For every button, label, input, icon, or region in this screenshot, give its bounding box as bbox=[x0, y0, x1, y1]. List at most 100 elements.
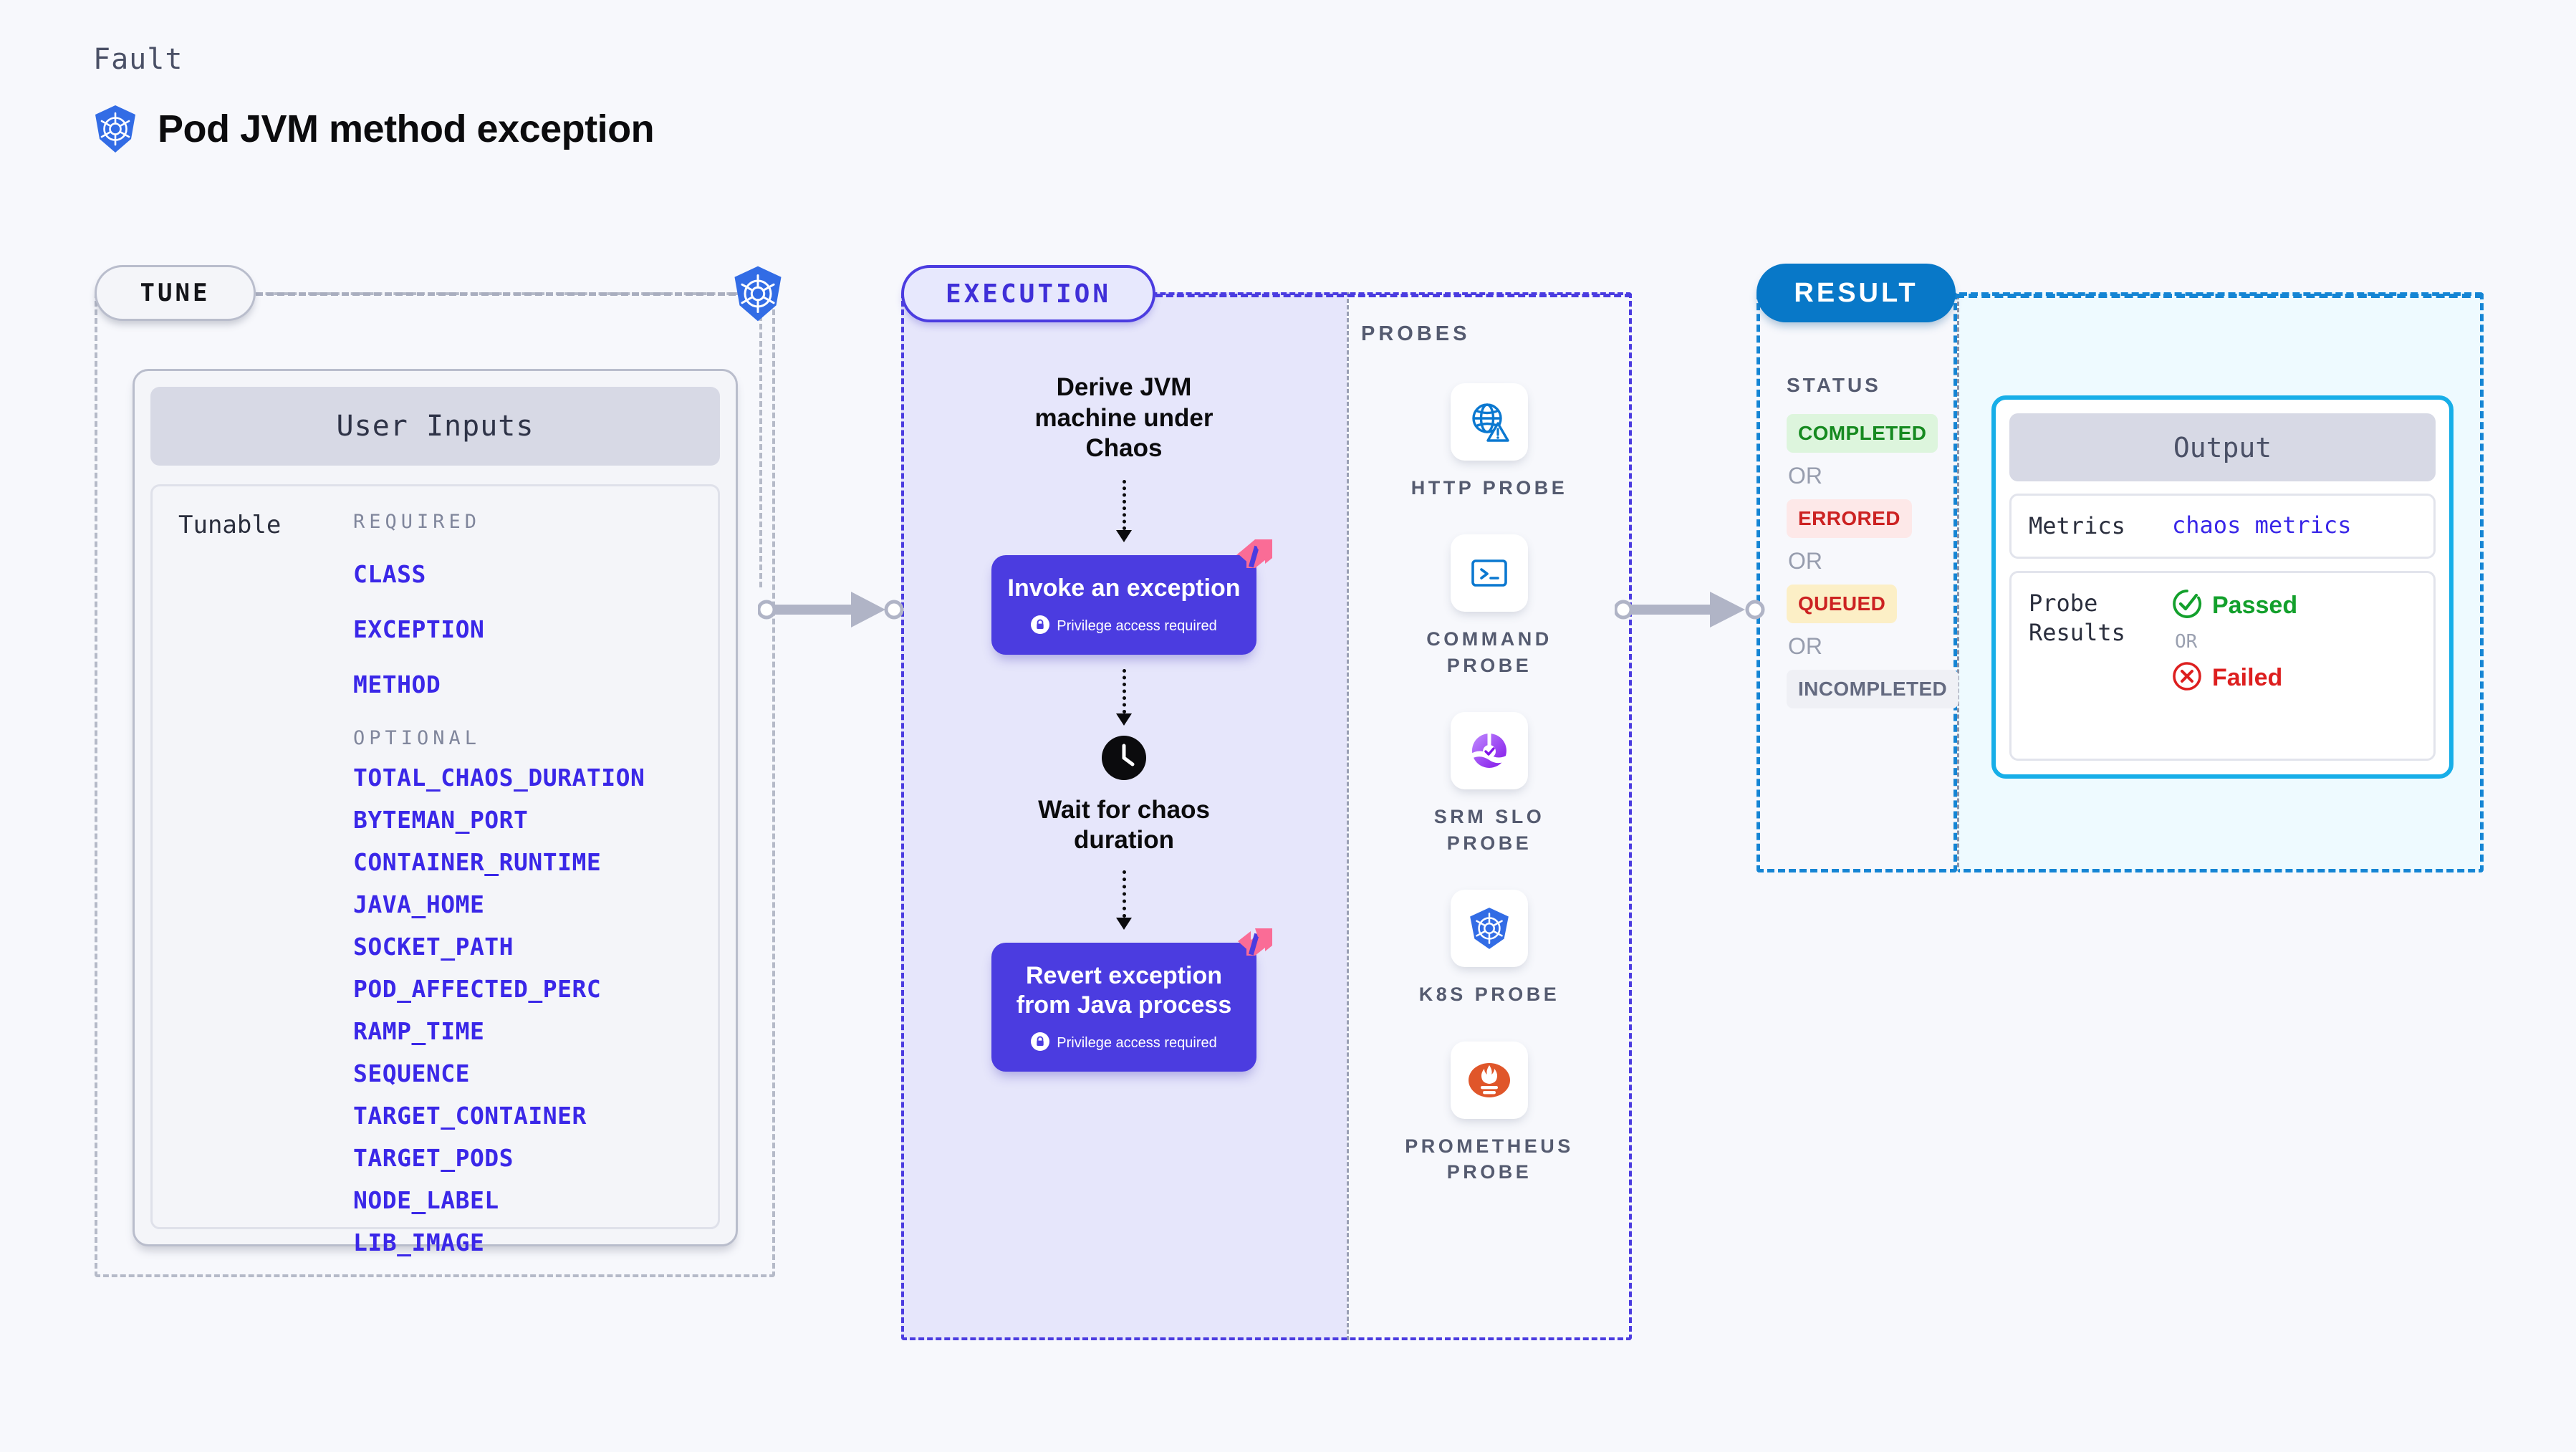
probe-item-srm-slo[interactable]: SRM SLO PROBE bbox=[1396, 712, 1582, 856]
page-header: Fault Pod JVM method exception bbox=[93, 43, 655, 153]
probe-label: PROMETHEUS PROBE bbox=[1405, 1135, 1574, 1183]
flow-arrow bbox=[1115, 870, 1133, 930]
srm-slo-icon bbox=[1451, 712, 1528, 790]
action-invoke-exception[interactable]: Invoke an exception Privilege access req… bbox=[991, 539, 1272, 655]
tunable-label: Tunable bbox=[178, 511, 282, 539]
probe-label: HTTP PROBE bbox=[1410, 477, 1568, 499]
status-list: COMPLETED OR ERRORED OR QUEUED OR INCOMP… bbox=[1787, 414, 1959, 708]
privilege-note: Privilege access required bbox=[1004, 1032, 1244, 1054]
probe-item-prometheus[interactable]: PROMETHEUS PROBE bbox=[1396, 1041, 1582, 1186]
param-item[interactable]: SEQUENCE bbox=[353, 1059, 470, 1087]
output-title: Output bbox=[2009, 413, 2436, 481]
tune-inner-divider bbox=[759, 315, 762, 587]
required-param-list: CLASS EXCEPTION METHOD bbox=[353, 560, 703, 698]
probe-result-fail: Failed bbox=[2172, 661, 2416, 695]
user-inputs-title: User Inputs bbox=[150, 387, 720, 466]
page-title-row: Pod JVM method exception bbox=[93, 105, 655, 153]
stage-arrow-execution-to-result bbox=[1613, 587, 1772, 635]
probe-label: COMMAND PROBE bbox=[1426, 628, 1552, 676]
probe-item-k8s[interactable]: K8S PROBE bbox=[1419, 890, 1560, 1007]
param-item[interactable]: RAMP_TIME bbox=[353, 1017, 485, 1045]
param-item[interactable]: CLASS bbox=[353, 560, 426, 588]
x-circle-icon bbox=[2172, 661, 2202, 695]
prometheus-icon bbox=[1451, 1041, 1528, 1119]
terminal-icon bbox=[1451, 534, 1528, 612]
param-item[interactable]: TARGET_PODS bbox=[353, 1144, 514, 1172]
stage-tag-tune[interactable]: TUNE bbox=[95, 265, 256, 321]
execution-flow: Derive JVM machine under Chaos Invoke an… bbox=[901, 372, 1347, 1072]
optional-param-list: TOTAL_CHAOS_DURATION BYTEMAN_PORT CONTAI… bbox=[353, 764, 703, 1256]
action-title: Invoke an exception bbox=[1007, 574, 1241, 602]
page-eyebrow: Fault bbox=[93, 43, 183, 76]
probes-label: PROBES bbox=[1361, 322, 1471, 345]
output-card: Output Metrics chaos metrics Probe Resul… bbox=[1991, 395, 2454, 779]
status-label: STATUS bbox=[1787, 374, 1881, 396]
probes-column bbox=[1347, 292, 1632, 1340]
privilege-note-text: Privilege access required bbox=[1057, 617, 1217, 634]
action-revert-exception[interactable]: Revert exception from Java process Privi… bbox=[991, 928, 1272, 1072]
globe-warning-icon bbox=[1451, 383, 1528, 461]
status-badge: ERRORED bbox=[1787, 499, 1912, 538]
flow-step-title: Derive JVM machine under Chaos bbox=[1034, 373, 1213, 463]
metrics-value[interactable]: chaos metrics bbox=[2172, 511, 2352, 539]
parameter-column: REQUIRED CLASS EXCEPTION METHOD OPTIONAL… bbox=[353, 511, 703, 1256]
check-circle-icon bbox=[2172, 589, 2202, 622]
status-badge: COMPLETED bbox=[1787, 414, 1938, 453]
param-item[interactable]: CONTAINER_RUNTIME bbox=[353, 848, 602, 876]
status-badge: QUEUED bbox=[1787, 585, 1898, 623]
execution-connector-line bbox=[1155, 294, 1632, 297]
param-item[interactable]: JAVA_HOME bbox=[353, 890, 485, 918]
param-item[interactable]: METHOD bbox=[353, 670, 441, 698]
group-heading-optional: OPTIONAL bbox=[353, 727, 481, 749]
stage-tag-execution[interactable]: EXECUTION bbox=[901, 265, 1155, 322]
probe-fail-label: Failed bbox=[2212, 663, 2283, 691]
output-row-probe-results: Probe Results Passed OR bbox=[2009, 570, 2436, 761]
lock-icon bbox=[1031, 615, 1050, 638]
param-item[interactable]: BYTEMAN_PORT bbox=[353, 806, 529, 834]
or-separator: OR bbox=[1788, 548, 1822, 574]
group-heading-required: REQUIRED bbox=[353, 511, 481, 533]
execution-stage-fill bbox=[901, 292, 1347, 1340]
tunable-panel: Tunable REQUIRED CLASS EXCEPTION METHOD … bbox=[150, 484, 720, 1256]
action-title: Revert exception from Java process bbox=[1016, 961, 1232, 1019]
user-inputs-card: User Inputs Tunable REQUIRED CLASS EXCEP… bbox=[133, 369, 738, 1256]
flow-step-title: Wait for chaos duration bbox=[1038, 795, 1210, 855]
page-title: Pod JVM method exception bbox=[158, 107, 655, 150]
or-separator: OR bbox=[1788, 463, 1822, 489]
param-item[interactable]: TARGET_CONTAINER bbox=[353, 1102, 587, 1130]
flow-arrow bbox=[1115, 480, 1133, 543]
probe-pass-label: Passed bbox=[2212, 591, 2298, 619]
param-item[interactable]: SOCKET_PATH bbox=[353, 933, 514, 961]
kubernetes-icon bbox=[732, 265, 784, 326]
or-separator: OR bbox=[2175, 630, 2198, 653]
flow-arrow bbox=[1115, 668, 1133, 726]
probe-result-pass: Passed bbox=[2172, 589, 2416, 622]
param-item[interactable]: NODE_LABEL bbox=[353, 1186, 499, 1214]
probe-label: SRM SLO PROBE bbox=[1433, 806, 1545, 854]
status-badge: INCOMPLETED bbox=[1787, 670, 1959, 708]
param-item[interactable]: EXCEPTION bbox=[353, 615, 485, 643]
output-row-key: Probe Results bbox=[2029, 589, 2125, 646]
stage-tag-result[interactable]: RESULT bbox=[1756, 264, 1956, 322]
param-item[interactable]: LIB_IMAGE bbox=[353, 1229, 485, 1256]
stage-arrow-tune-to-execution bbox=[756, 587, 908, 635]
param-item[interactable]: POD_AFFECTED_PERC bbox=[353, 975, 602, 1003]
harness-logo-icon bbox=[1234, 924, 1275, 969]
or-separator: OR bbox=[1788, 633, 1822, 659]
probe-item-command[interactable]: COMMAND PROBE bbox=[1396, 534, 1582, 678]
harness-logo-icon bbox=[1234, 537, 1275, 582]
output-row-key: Metrics bbox=[2029, 512, 2125, 539]
probe-result-values: Passed OR Failed bbox=[2172, 589, 2416, 743]
clock-icon bbox=[1102, 735, 1146, 784]
kubernetes-icon bbox=[1450, 890, 1528, 968]
output-row-metrics: Metrics chaos metrics bbox=[2009, 494, 2436, 559]
privilege-note: Privilege access required bbox=[1004, 615, 1244, 638]
tune-connector-line bbox=[256, 292, 736, 296]
probe-item-http[interactable]: HTTP PROBE bbox=[1411, 383, 1568, 501]
probe-label: K8S PROBE bbox=[1418, 984, 1560, 1006]
privilege-note-text: Privilege access required bbox=[1057, 1034, 1217, 1051]
param-item[interactable]: TOTAL_CHAOS_DURATION bbox=[353, 764, 645, 792]
result-connector-line bbox=[1956, 294, 2484, 298]
lock-icon bbox=[1031, 1032, 1050, 1054]
kubernetes-icon bbox=[93, 105, 138, 153]
